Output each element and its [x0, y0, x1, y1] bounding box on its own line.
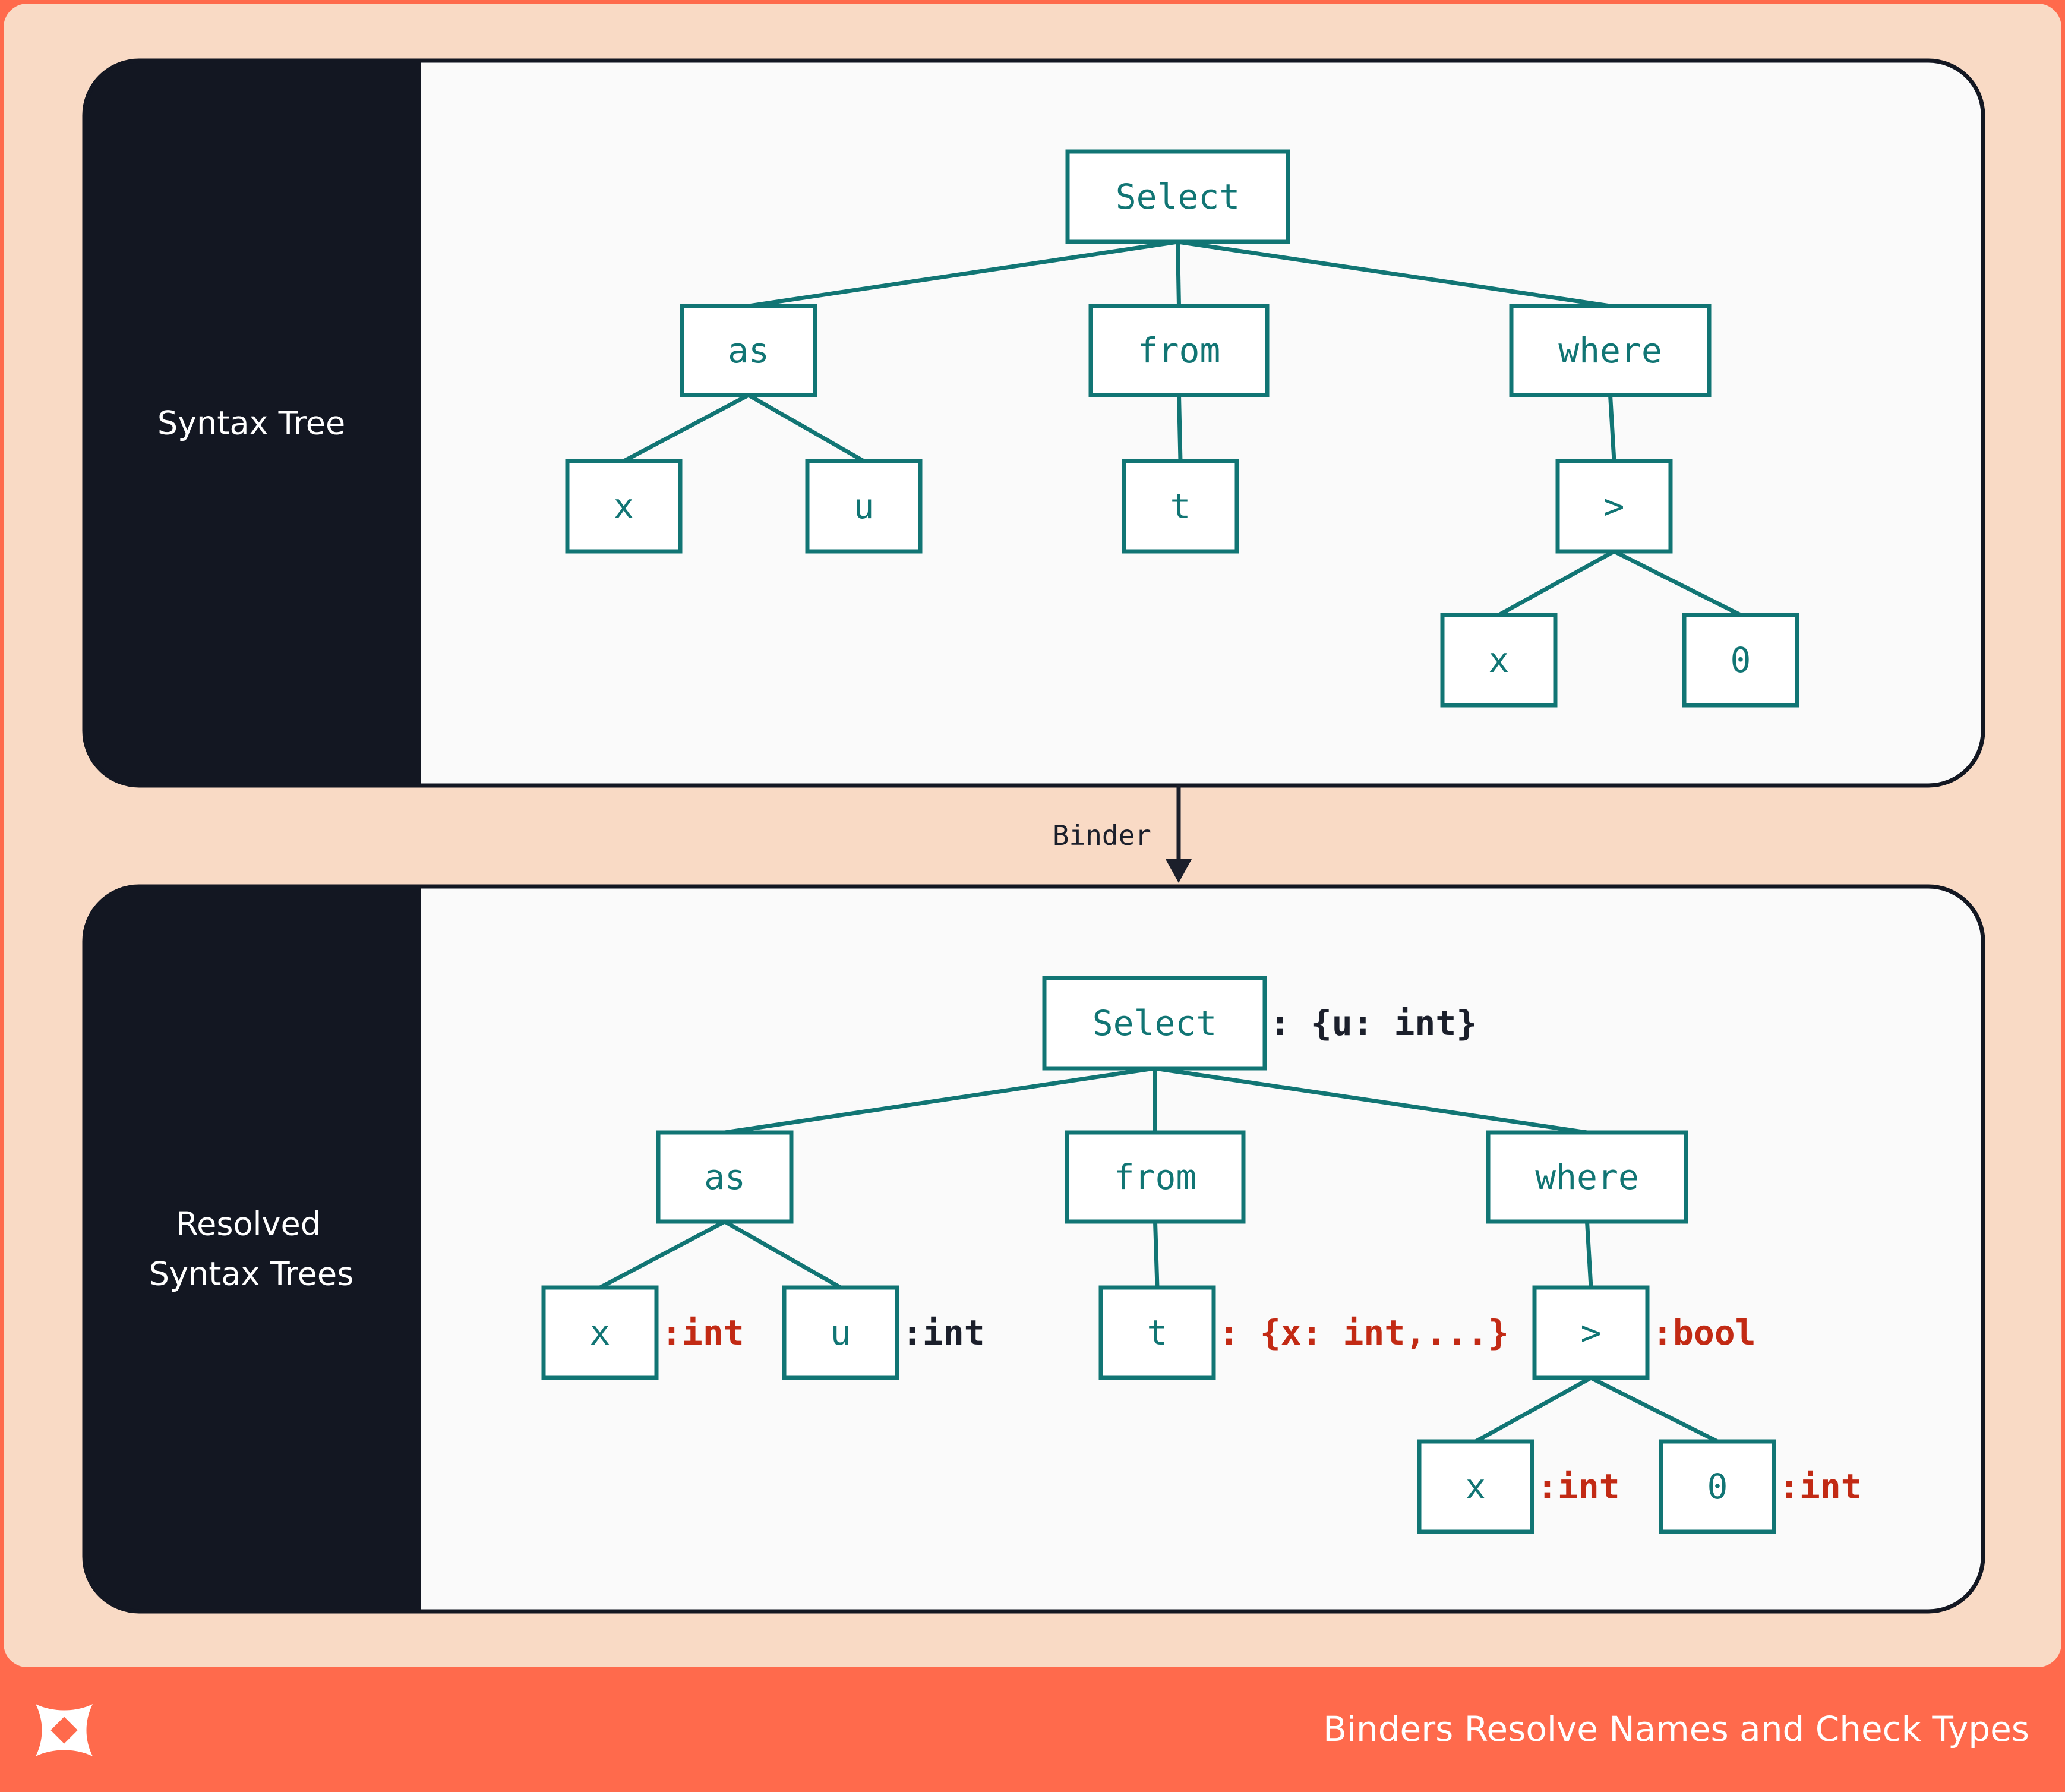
- node-label-from: from: [1138, 330, 1221, 371]
- tree-edge-select-where: [1154, 1066, 1588, 1135]
- resolved-tree-graph: Select : {u: int} as from where x :int u :int t : …: [541, 976, 1862, 1534]
- tree-edge-select-as: [748, 239, 1179, 308]
- resolved-tree-title-line1: Resolved: [176, 1206, 321, 1243]
- resolved-tree-panel: Resolved Syntax Trees Select : {u: int} as…: [82, 884, 1985, 1614]
- tree-edge-select-as: [724, 1066, 1155, 1135]
- syntax-tree-panel-bg: [84, 61, 1983, 785]
- node-box-where: [1486, 1130, 1688, 1224]
- tree-edge-as-x: [599, 1219, 726, 1290]
- node-label-u: u: [854, 486, 874, 526]
- tree-edge-select-where: [1177, 239, 1611, 308]
- node-label-x2: x: [1466, 1466, 1486, 1507]
- node-label-gt: >: [1581, 1313, 1602, 1353]
- tree-edge-as-u: [747, 393, 865, 463]
- binder-arrow: Binder: [1053, 785, 1192, 883]
- node-label-x2: x: [1489, 640, 1510, 680]
- x-logo-icon: [36, 1704, 93, 1756]
- node-box-as: [680, 304, 817, 397]
- resolved-tree-title-line2: Syntax Trees: [149, 1255, 354, 1293]
- node-box-t: [1122, 459, 1239, 554]
- type-annotation-gt: :bool: [1652, 1313, 1756, 1353]
- resolved-tree-sidebar: [84, 886, 421, 1611]
- node-label-from: from: [1114, 1157, 1197, 1197]
- node-label-t: t: [1147, 1313, 1168, 1353]
- node-box-zero: [1682, 613, 1799, 708]
- node-label-as: as: [704, 1157, 746, 1197]
- node-box-as: [656, 1130, 794, 1224]
- tree-edge-as-x: [623, 393, 750, 463]
- node-box-u: [805, 459, 923, 554]
- tree-edge-where-gt: [1585, 1221, 1593, 1288]
- footer: Binders Resolve Names and Check Types: [36, 1704, 2029, 1756]
- tree-edge-select-from: [1176, 241, 1181, 307]
- tree-edge-gt-zero: [1613, 549, 1742, 617]
- node-box-gt: [1555, 459, 1673, 554]
- tree-edge-gt-x2: [1498, 549, 1615, 617]
- type-annotation-u: :int: [902, 1313, 985, 1353]
- node-box-gt: [1532, 1285, 1650, 1380]
- tree-edge-gt-zero: [1590, 1375, 1719, 1444]
- type-annotation-x: :int: [661, 1313, 744, 1353]
- syntax-tree-title: Syntax Tree: [157, 405, 345, 442]
- tree-edge-where-gt: [1608, 395, 1616, 462]
- node-label-x: x: [614, 486, 634, 526]
- type-annotation-zero: :int: [1779, 1466, 1862, 1507]
- node-box-u: [782, 1285, 899, 1380]
- binder-label: Binder: [1053, 819, 1151, 851]
- node-box-select: [1042, 976, 1267, 1071]
- node-box-x: [565, 459, 683, 554]
- node-label-gt: >: [1604, 486, 1625, 526]
- node-label-select: Select: [1093, 1003, 1217, 1043]
- node-label-where: where: [1558, 330, 1662, 371]
- node-box-select: [1065, 149, 1290, 244]
- node-box-from: [1088, 304, 1270, 397]
- node-label-u: u: [831, 1313, 851, 1353]
- node-box-from: [1065, 1130, 1246, 1224]
- node-box-x2: [1417, 1439, 1534, 1534]
- node-box-zero: [1659, 1439, 1776, 1534]
- node-box-t: [1098, 1285, 1216, 1380]
- node-label-t: t: [1170, 486, 1191, 526]
- node-label-select: Select: [1116, 176, 1240, 217]
- type-annotation-x2: :int: [1537, 1466, 1620, 1507]
- syntax-tree-sidebar: [84, 61, 421, 785]
- tree-edge-from-t: [1153, 1221, 1160, 1288]
- node-label-zero: 0: [1707, 1466, 1728, 1507]
- node-label-x: x: [590, 1313, 611, 1353]
- tree-edge-gt-x2: [1474, 1375, 1592, 1444]
- node-box-where: [1509, 304, 1712, 397]
- node-box-x: [541, 1285, 659, 1380]
- node-label-as: as: [728, 330, 769, 371]
- footer-title: Binders Resolve Names and Check Types: [1323, 1709, 2029, 1749]
- node-label-zero: 0: [1731, 640, 1751, 680]
- resolved-tree-panel-bg: [84, 886, 1983, 1611]
- type-annotation-select: : {u: int}: [1270, 1003, 1477, 1043]
- tree-edge-as-u: [724, 1219, 842, 1290]
- syntax-tree-panel: Syntax Tree Select as from where x u t > x 0: [82, 58, 1985, 788]
- type-annotation-t: : {x: int,...}: [1218, 1313, 1509, 1353]
- node-box-x2: [1440, 613, 1558, 708]
- tree-edge-from-t: [1177, 395, 1183, 462]
- node-label-where: where: [1535, 1157, 1639, 1197]
- syntax-tree-graph: Select as from where x u t > x 0: [565, 149, 1799, 708]
